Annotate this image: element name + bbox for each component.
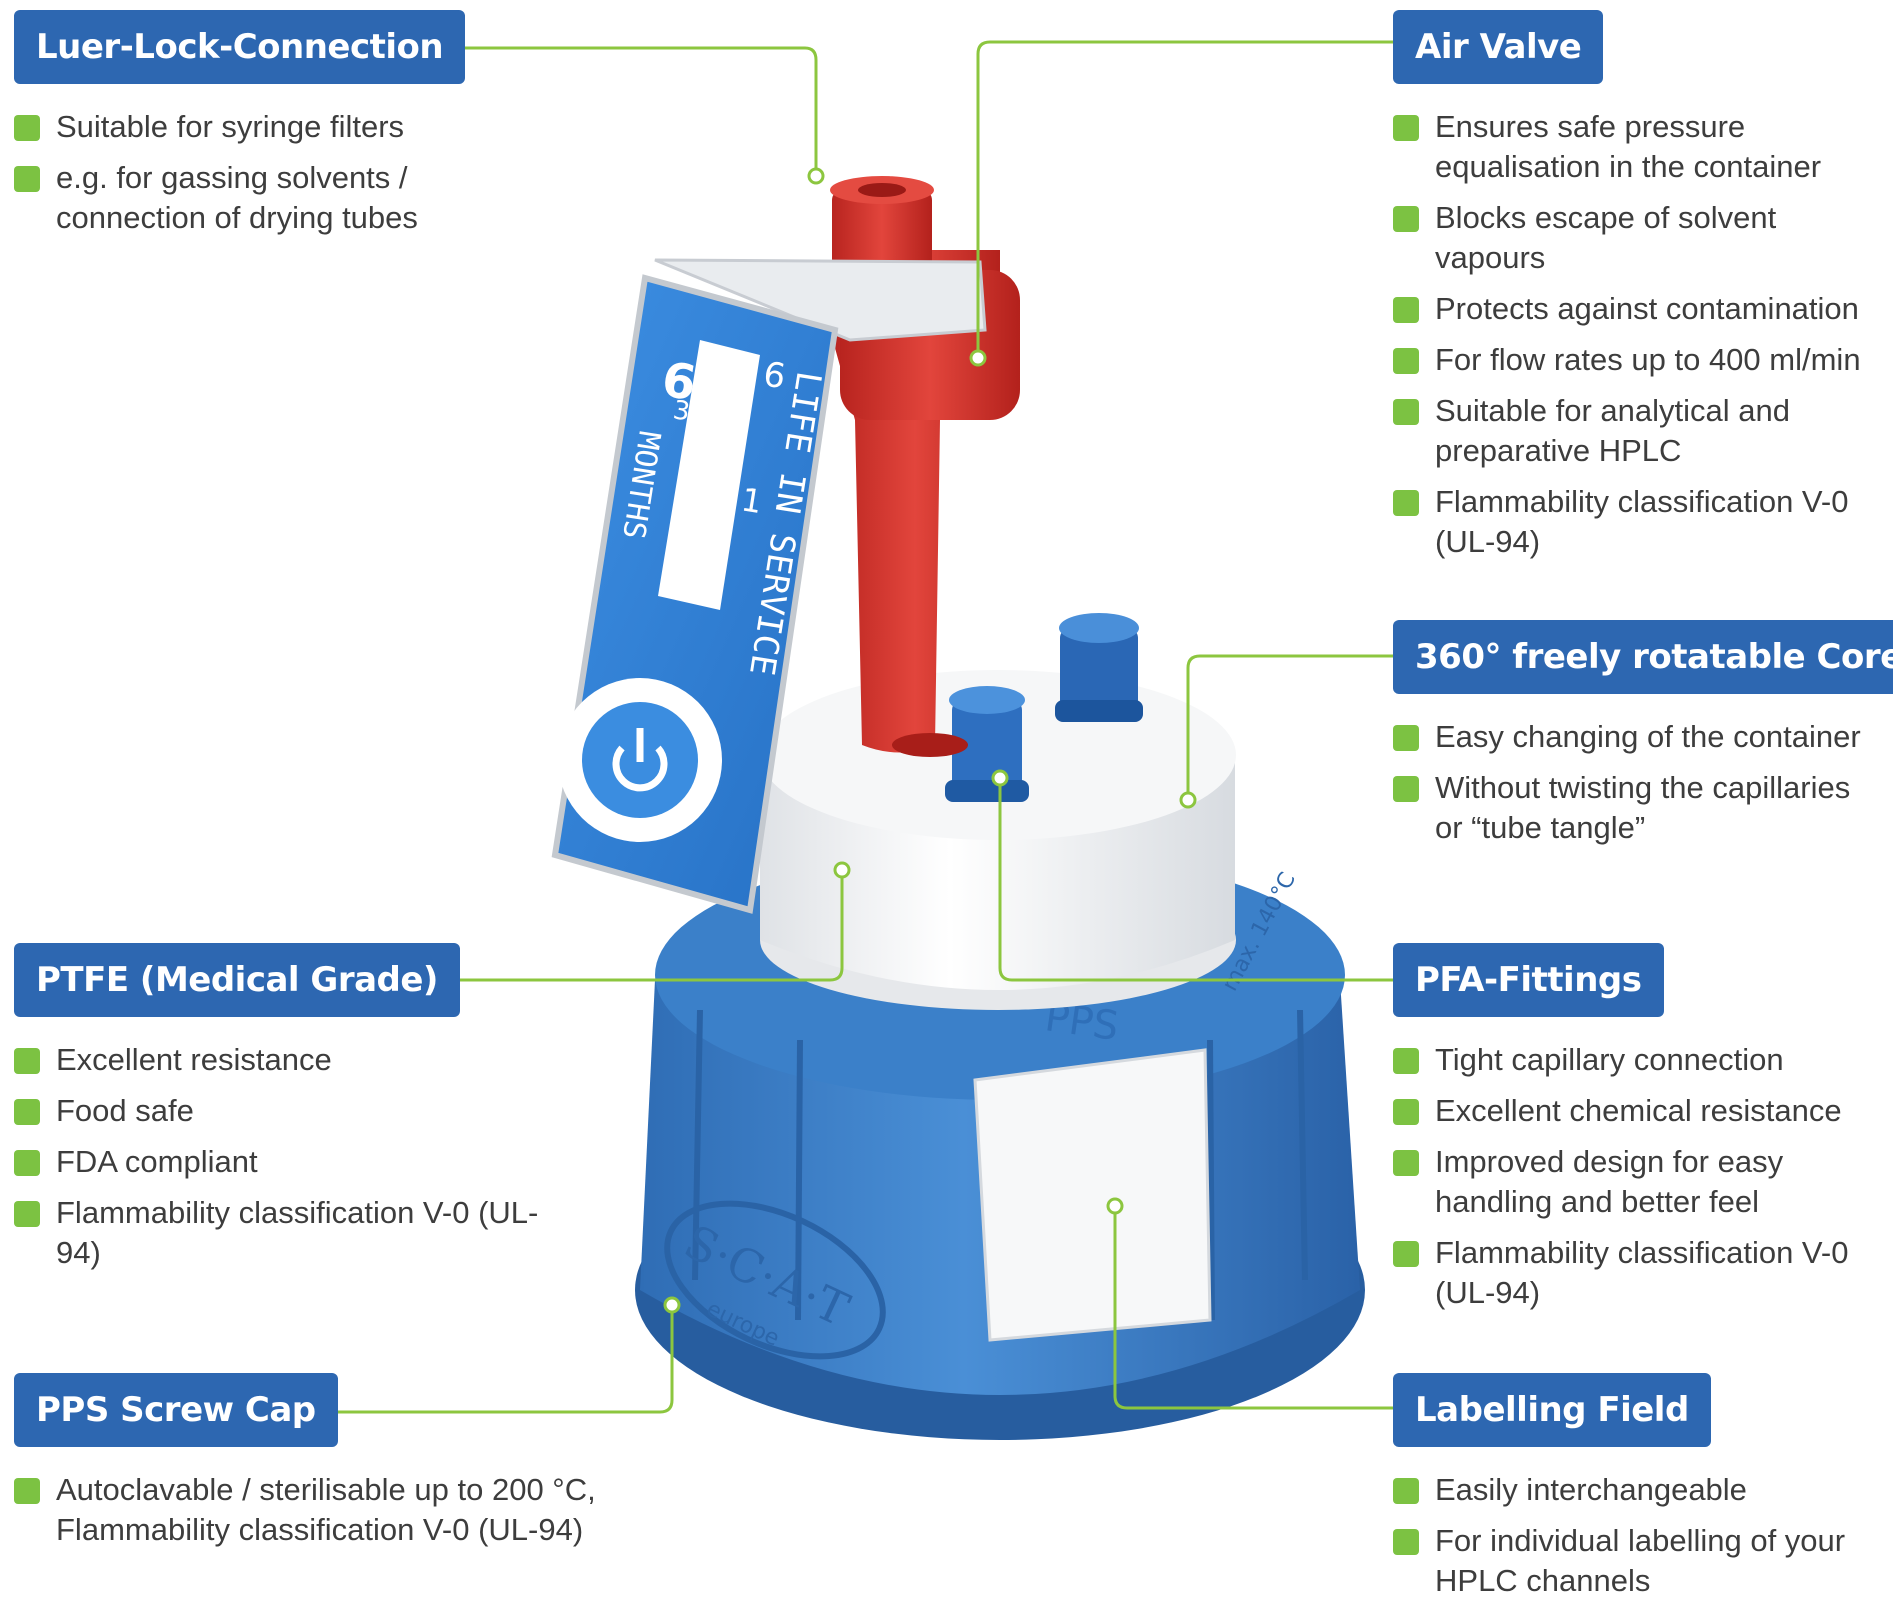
bullet-square-icon bbox=[1393, 1099, 1419, 1125]
tag-mid-number: 3 bbox=[671, 395, 692, 427]
bullet-square-icon bbox=[1393, 399, 1419, 425]
pfa-fittings bbox=[945, 613, 1143, 802]
bullet-square-icon bbox=[1393, 1150, 1419, 1176]
pfa-fittings-title: PFA-Fittings bbox=[1393, 943, 1664, 1017]
list-item: e.g. for gassing solvents / connection o… bbox=[14, 158, 434, 238]
list-item: Flammability classification V-0 (UL-94) bbox=[1393, 482, 1883, 562]
bullet-square-icon bbox=[1393, 348, 1419, 374]
list-item: Improved design for easy handling and be… bbox=[1393, 1142, 1883, 1222]
bullet-square-icon bbox=[14, 115, 40, 141]
leader-endpoints bbox=[663, 167, 1197, 1314]
ptfe-title: PTFE (Medical Grade) bbox=[14, 943, 460, 1017]
bullet-square-icon bbox=[1393, 1478, 1419, 1504]
list-item: Tight capillary connection bbox=[1393, 1040, 1883, 1080]
bullet-square-icon bbox=[1393, 725, 1419, 751]
bullet-square-icon bbox=[1393, 1048, 1419, 1074]
bullet-square-icon bbox=[1393, 297, 1419, 323]
luer-lock-connector bbox=[830, 176, 934, 270]
list-item: Excellent chemical resistance bbox=[1393, 1091, 1883, 1131]
lifetime-indicator-tag: 6 3 6 1 MONTHS LIFE IN SERVICE bbox=[551, 258, 987, 914]
list-item: Ensures safe pressure equalisation in th… bbox=[1393, 107, 1883, 187]
list-item: Easy changing of the container bbox=[1393, 717, 1883, 757]
list-item: For individual labelling of your HPLC ch… bbox=[1393, 1521, 1883, 1601]
ptfe-list: Excellent resistance Food safe FDA compl… bbox=[14, 1040, 574, 1284]
bullet-square-icon bbox=[1393, 1241, 1419, 1267]
bullet-square-icon bbox=[1393, 115, 1419, 141]
labelling-field-title: Labelling Field bbox=[1393, 1373, 1711, 1447]
bullet-square-icon bbox=[14, 1201, 40, 1227]
bullet-square-icon bbox=[14, 166, 40, 192]
bullet-square-icon bbox=[1393, 776, 1419, 802]
bullet-square-icon bbox=[1393, 206, 1419, 232]
pps-screw-cap-list: Autoclavable / sterilisable up to 200 °C… bbox=[14, 1470, 614, 1561]
labelling-field-list: Easily interchangeable For individual la… bbox=[1393, 1470, 1883, 1612]
bullet-square-icon bbox=[14, 1150, 40, 1176]
rotatable-core-list: Easy changing of the container Without t… bbox=[1393, 717, 1883, 859]
list-item: Excellent resistance bbox=[14, 1040, 574, 1080]
bullet-square-icon bbox=[14, 1478, 40, 1504]
list-item: For flow rates up to 400 ml/min bbox=[1393, 340, 1883, 380]
luer-lock-list: Suitable for syringe filters e.g. for ga… bbox=[14, 107, 434, 249]
list-item: Flammability classification V-0 (UL-94) bbox=[14, 1193, 574, 1273]
list-item: Flammability classification V-0 (UL-94) bbox=[1393, 1233, 1883, 1313]
leader-lines bbox=[279, 40, 1393, 1414]
pfa-fittings-list: Tight capillary connection Excellent che… bbox=[1393, 1040, 1883, 1324]
list-item: Without twisting the capillaries or “tub… bbox=[1393, 768, 1883, 848]
bullet-square-icon bbox=[14, 1048, 40, 1074]
list-item: Autoclavable / sterilisable up to 200 °C… bbox=[14, 1470, 614, 1550]
labelling-field bbox=[973, 1048, 1212, 1342]
list-item: Protects against contamination bbox=[1393, 289, 1883, 329]
luer-lock-title: Luer-Lock-Connection bbox=[14, 10, 466, 84]
list-item: Food safe bbox=[14, 1091, 574, 1131]
pps-screw-cap-title: PPS Screw Cap bbox=[14, 1373, 338, 1447]
rotatable-core-title: 360° freely rotatable Core bbox=[1393, 620, 1893, 694]
list-item: FDA compliant bbox=[14, 1142, 574, 1182]
bullet-square-icon bbox=[1393, 490, 1419, 516]
air-valve-title: Air Valve bbox=[1393, 10, 1604, 84]
bullet-square-icon bbox=[14, 1099, 40, 1125]
list-item: Easily interchangeable bbox=[1393, 1470, 1883, 1510]
bullet-square-icon bbox=[1393, 1529, 1419, 1555]
list-item: Suitable for syringe filters bbox=[14, 107, 434, 147]
list-item: Suitable for analytical and preparative … bbox=[1393, 391, 1883, 471]
list-item: Blocks escape of solvent vapours bbox=[1393, 198, 1883, 278]
air-valve-list: Ensures safe pressure equalisation in th… bbox=[1393, 107, 1883, 573]
